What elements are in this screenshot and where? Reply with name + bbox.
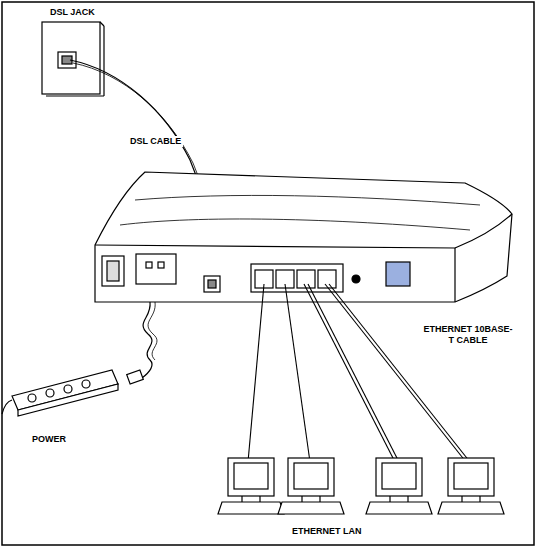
lan-label: ETHERNET LAN [290,526,364,537]
jack-label: DSL JACK [48,7,97,18]
computers [218,458,504,514]
power-strip [2,370,143,416]
dsl-modem [95,172,512,302]
power-label: POWER [30,434,68,445]
power-cord [142,302,152,378]
power-cord-edge [148,302,157,360]
cable-label: DSL CABLE [128,136,183,147]
cable-type-label: ETHERNET 10BASE-T CABLE [420,324,516,346]
ethernet-cables [248,284,470,462]
dsl-jack-plate [42,22,104,96]
